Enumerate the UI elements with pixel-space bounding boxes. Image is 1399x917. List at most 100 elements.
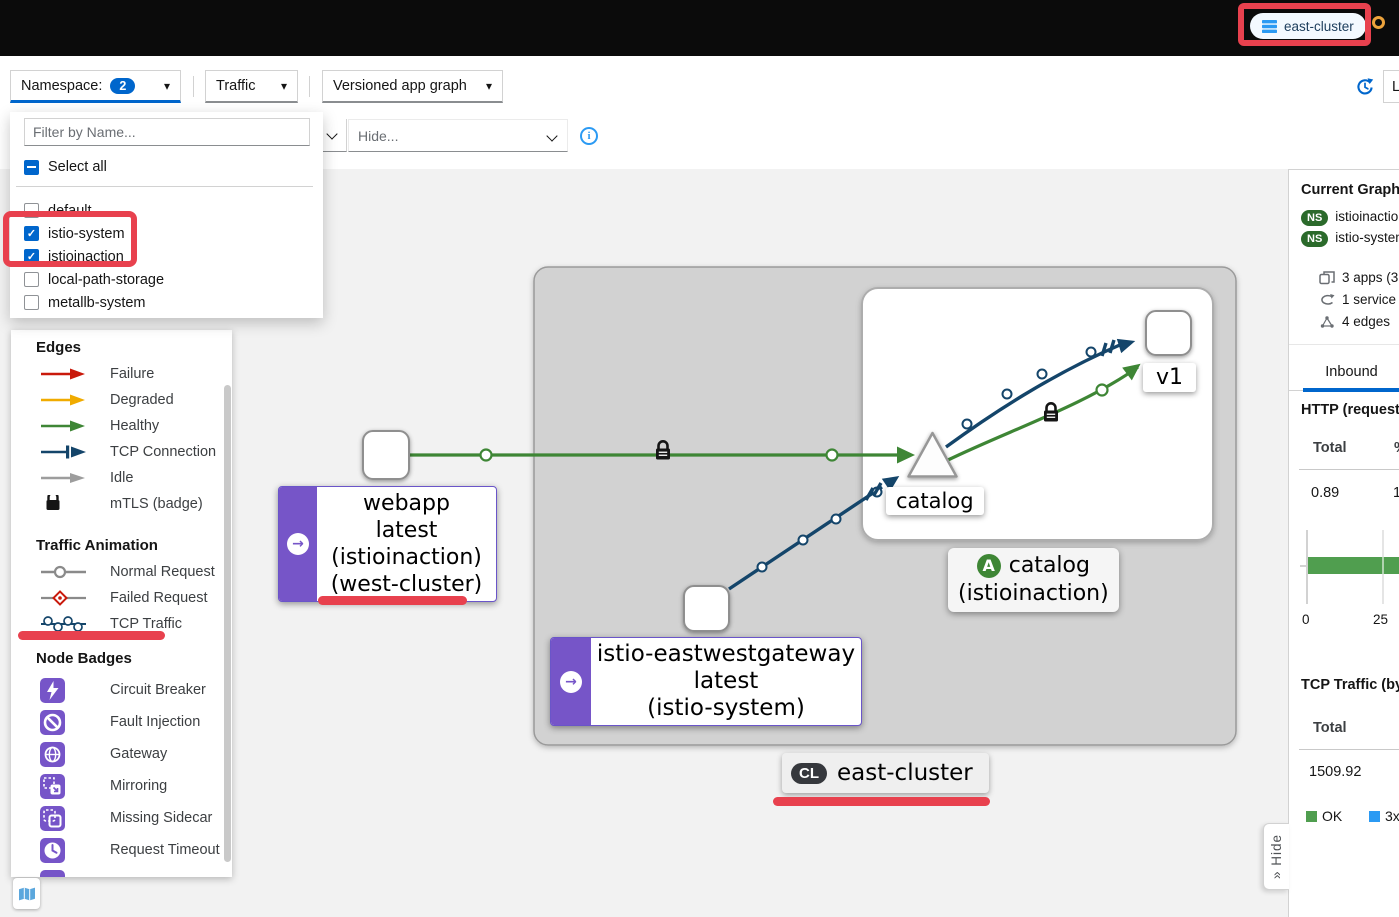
node-catalog-v1[interactable] [1145,310,1192,356]
legend-row-tcp-connection: TCP Connection [11,439,232,465]
table-divider [1299,469,1399,470]
legend-row-healthy: Healthy [11,413,232,439]
node-catalog-service[interactable] [907,431,958,478]
info-icon[interactable]: i [580,127,598,145]
namespace-count-badge: 2 [110,77,136,94]
chevron-down-icon[interactable] [546,129,558,142]
namespace-option-label: metallb-system [48,294,146,311]
checkbox[interactable] [24,203,39,218]
legend-row-normal-request: Normal Request [11,559,232,585]
failed-request-icon [40,590,87,606]
dropdown-divider [16,186,313,187]
tcp-traffic-icon [40,615,87,633]
chart-tick-0: 0 [1302,612,1310,627]
node-webapp[interactable] [362,430,410,480]
healthy-arrow-icon [40,419,87,433]
select-all-checkbox[interactable] [24,159,39,175]
namespace-option-istio-system[interactable]: istio-system [10,222,323,245]
minimap-toggle-button[interactable] [13,878,40,909]
active-tab-indicator [1303,388,1399,392]
traffic-dropdown-button[interactable]: Traffic ▾ [205,70,298,103]
legend-row-request-timeout: Request Timeout [11,834,232,866]
user-avatar-icon[interactable] [1372,16,1385,29]
cluster-badge-label: east-cluster [1284,18,1354,34]
services-icon [1321,293,1335,305]
caret-down-icon: ▾ [280,79,287,93]
graph-legend-panel: Edges Failure Degraded Healthy [11,330,232,877]
namespace-dropdown-button[interactable]: Namespace: 2 ▾ [10,70,181,103]
legend-traffic-title: Traffic Animation [36,537,158,554]
chart-tick [1300,565,1306,567]
legend-swatch-ok [1306,811,1317,822]
tab-inbound[interactable]: Inbound [1325,364,1378,380]
checkbox[interactable] [24,295,39,310]
namespace-option-istioinaction[interactable]: istioinaction [10,245,323,268]
toolbar-divider [193,76,194,97]
label-istio-eastwestgateway[interactable]: → istio-eastwestgateway latest (istio-sy… [550,637,862,726]
http-col-pct: % [1394,440,1399,456]
legend-label-3x: 3x [1385,808,1399,824]
legend-row-circuit-breaker: Circuit Breaker [11,674,232,706]
legend-row-degraded: Degraded [11,387,232,413]
tcp-total-value: 1509.92 [1309,764,1362,780]
checkbox[interactable] [24,249,39,264]
time-range-dropdown-button[interactable]: La [1383,70,1399,103]
traffic-label: Traffic [216,78,256,94]
root-arrow-icon: → [560,670,582,693]
traffic-source-strip: → [279,487,317,601]
edge-tcp-gateway-catalog[interactable] [728,470,903,591]
gateway-version: latest [693,668,759,694]
http-col-total: Total [1313,440,1347,456]
select-all-option[interactable]: Select all [10,157,323,177]
server-icon [1262,19,1277,33]
replay-history-icon[interactable] [1355,77,1375,97]
applications-icon [1319,270,1335,284]
webapp-version: latest [375,518,438,543]
lock-icon [40,495,87,513]
label-catalog-app[interactable]: A catalog (istioinaction) [948,548,1119,612]
namespace-option-default[interactable]: default [10,199,323,222]
http-total-value: 0.89 [1311,485,1340,501]
tcp-arrow-icon [40,445,87,459]
label-webapp[interactable]: → webapp latest (istioinaction) (west-cl… [278,486,497,602]
namespace-option-metallb-system[interactable]: metallb-system [10,291,323,314]
legend-scrollbar[interactable] [224,385,231,862]
table-divider [1299,749,1399,750]
edge-tcp-catalog-v1[interactable] [945,334,1137,449]
checkbox[interactable] [24,272,39,287]
legend-badges-title: Node Badges [36,650,132,667]
map-icon [18,887,35,900]
namespace-label: Namespace: [21,77,103,94]
chart-tick-25: 25 [1373,612,1389,627]
collapse-panel-button[interactable]: » Hide [1263,823,1289,890]
caret-down-icon: ▾ [485,79,492,93]
legend-row-tcp-traffic: TCP Traffic [11,611,232,637]
graph-type-dropdown-button[interactable]: Versioned app graph ▾ [322,70,503,103]
label-catalog-service[interactable]: catalog [886,487,984,515]
active-cluster-badge[interactable]: east-cluster [1250,13,1366,39]
cluster-badge-icon: CL [791,762,827,784]
hide-input[interactable] [349,127,548,144]
namespace-option-label: istio-system [48,225,125,242]
label-v1[interactable]: v1 [1143,363,1197,392]
label-east-cluster[interactable]: CL east-cluster [782,753,989,793]
edge-webapp-catalog[interactable] [409,439,915,464]
circuit-breaker-icon [40,677,65,703]
tcp-col-total: Total [1313,720,1347,736]
chart-gridline-overlay [1382,557,1384,574]
catalog-app-name: catalog [1008,553,1090,578]
chevron-down-icon [326,128,338,140]
legend-row-gateway: Gateway [11,738,232,770]
gateway-icon [40,741,65,767]
legend-row-failure: Failure [11,361,232,387]
namespace-option-local-path-storage[interactable]: local-path-storage [10,268,323,291]
checkbox[interactable] [24,226,39,241]
stat-edges: 4 edges [1319,314,1390,329]
node-istio-eastwestgateway[interactable] [683,585,730,632]
missing-sidecar-icon [40,805,65,831]
namespace-option-label: default [48,202,92,219]
edge-healthy-catalog-v1[interactable] [947,357,1145,462]
legend-row-mirroring: Mirroring [11,770,232,802]
namespace-filter-input[interactable] [24,118,310,146]
